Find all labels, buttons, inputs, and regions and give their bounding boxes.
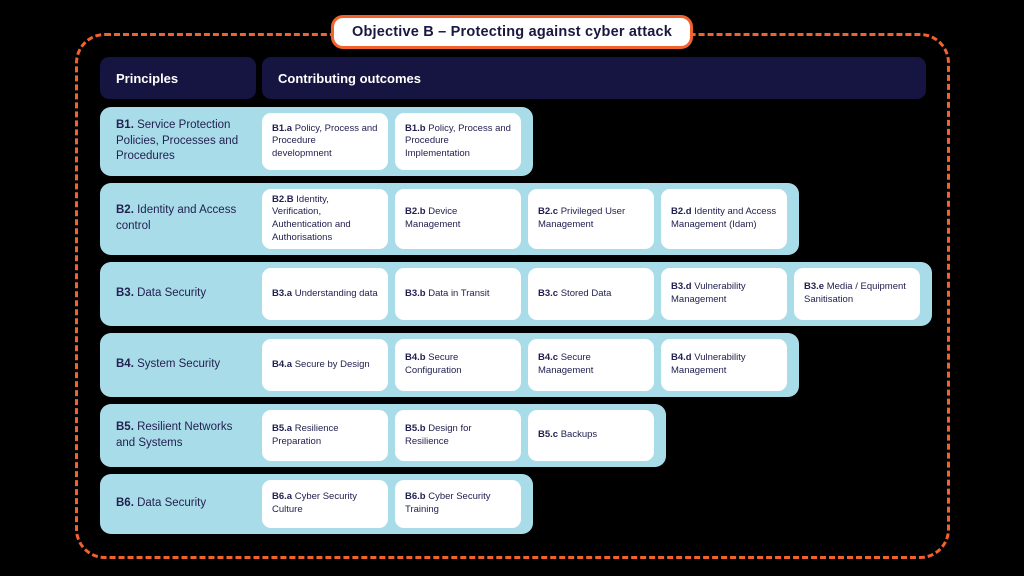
outcome-card: B5.b Design for Resilience (395, 410, 521, 461)
outcome-text: B6.a Cyber Security Culture (272, 491, 358, 515)
principle-text: B3. Data Security (116, 287, 207, 300)
principle-row: B5. Resilient Networks and Systems B5.a … (100, 404, 666, 467)
principle-text: B6. Data Security (116, 497, 207, 510)
outcome-text: B2.b Device Management (405, 206, 461, 230)
principle-row: B4. System Security B4.a Secure by Desig… (100, 333, 799, 397)
outcome-card: B4.c Secure Management (528, 339, 654, 391)
principle-label: B1. Service Protection Policies, Process… (100, 107, 262, 176)
outcome-card: B1.a Policy, Process and Procedure devel… (262, 113, 388, 170)
outcome-text: B3.d Vulnerability Management (671, 281, 746, 305)
outcome-card: B3.c Stored Data (528, 268, 654, 320)
outcome-text: B4.b Secure Configuration (405, 352, 462, 376)
outcome-card: B3.b Data in Transit (395, 268, 521, 320)
principle-text: B5. Resilient Networks and Systems (116, 420, 233, 449)
outcome-text: B6.b Cyber Security Training (405, 491, 491, 515)
outcome-text: B5.a Resilience Preparation (272, 422, 339, 447)
principle-row: B2. Identity and Access control B2.B Ide… (100, 183, 799, 255)
matrix: Principles Contributing outcomes B1. Ser… (100, 57, 932, 541)
outcome-card: B3.e Media / Equipment Sanitisation (794, 268, 920, 320)
outcome-text: B1.a Policy, Process and Procedure devel… (272, 122, 378, 159)
outcome-text: B4.c Secure Management (538, 352, 594, 376)
outcome-text: B3.e Media / Equipment Sanitisation (804, 281, 906, 305)
principle-text: B2. Identity and Access control (116, 204, 237, 232)
outcome-text: B4.a Secure by Design (272, 358, 370, 370)
header-row: Principles Contributing outcomes (100, 57, 932, 99)
principle-row: B1. Service Protection Policies, Process… (100, 107, 533, 176)
outcome-text: B3.c Stored Data (538, 287, 612, 299)
outcome-card: B1.b Policy, Process and Procedure Imple… (395, 113, 521, 170)
outcome-card: B2.d Identity and Access Management (Ida… (661, 189, 787, 249)
principle-text: B1. Service Protection Policies, Process… (116, 119, 239, 163)
principle-label: B2. Identity and Access control (100, 183, 262, 255)
outcome-card: B3.d Vulnerability Management (661, 268, 787, 320)
header-contributing-outcomes: Contributing outcomes (262, 57, 926, 99)
outcome-card: B3.a Understanding data (262, 268, 388, 320)
outcome-card: B2.c Privileged User Management (528, 189, 654, 249)
header-principles: Principles (100, 57, 256, 99)
principle-text: B4. System Security (116, 358, 221, 371)
outcome-card: B5.c Backups (528, 410, 654, 461)
principle-rows: B1. Service Protection Policies, Process… (100, 107, 932, 534)
outcome-text: B2.d Identity and Access Management (Ida… (671, 206, 777, 230)
outcome-card: B4.b Secure Configuration (395, 339, 521, 391)
outcome-text: B1.b Policy, Process and Procedure Imple… (405, 122, 511, 159)
outcome-text: B2.c Privileged User Management (538, 206, 626, 230)
outcome-text: B5.c Backups (538, 429, 598, 441)
outcome-card: B2.b Device Management (395, 189, 521, 249)
page-title: Objective B – Protecting against cyber a… (330, 15, 694, 49)
outcome-text: B5.b Design for Resilience (405, 422, 472, 447)
principle-label: B4. System Security (100, 333, 262, 397)
outcome-text: B2.B Identity, Verification, Authenticat… (272, 193, 351, 243)
principle-label: B6. Data Security (100, 474, 262, 534)
outcome-card: B2.B Identity, Verification, Authenticat… (262, 189, 388, 249)
outcome-text: B3.b Data in Transit (405, 287, 490, 299)
outcome-text: B3.a Understanding data (272, 287, 378, 299)
outcome-card: B4.d Vulnerability Management (661, 339, 787, 391)
principle-label: B3. Data Security (100, 262, 262, 326)
outcome-card: B6.a Cyber Security Culture (262, 480, 388, 528)
outcome-card: B5.a Resilience Preparation (262, 410, 388, 461)
principle-label: B5. Resilient Networks and Systems (100, 404, 262, 467)
outcome-card: B6.b Cyber Security Training (395, 480, 521, 528)
outcome-text: B4.d Vulnerability Management (671, 352, 746, 376)
principle-row: B3. Data Security B3.a Understanding dat… (100, 262, 932, 326)
outcome-card: B4.a Secure by Design (262, 339, 388, 391)
principle-row: B6. Data Security B6.a Cyber Security Cu… (100, 474, 533, 534)
